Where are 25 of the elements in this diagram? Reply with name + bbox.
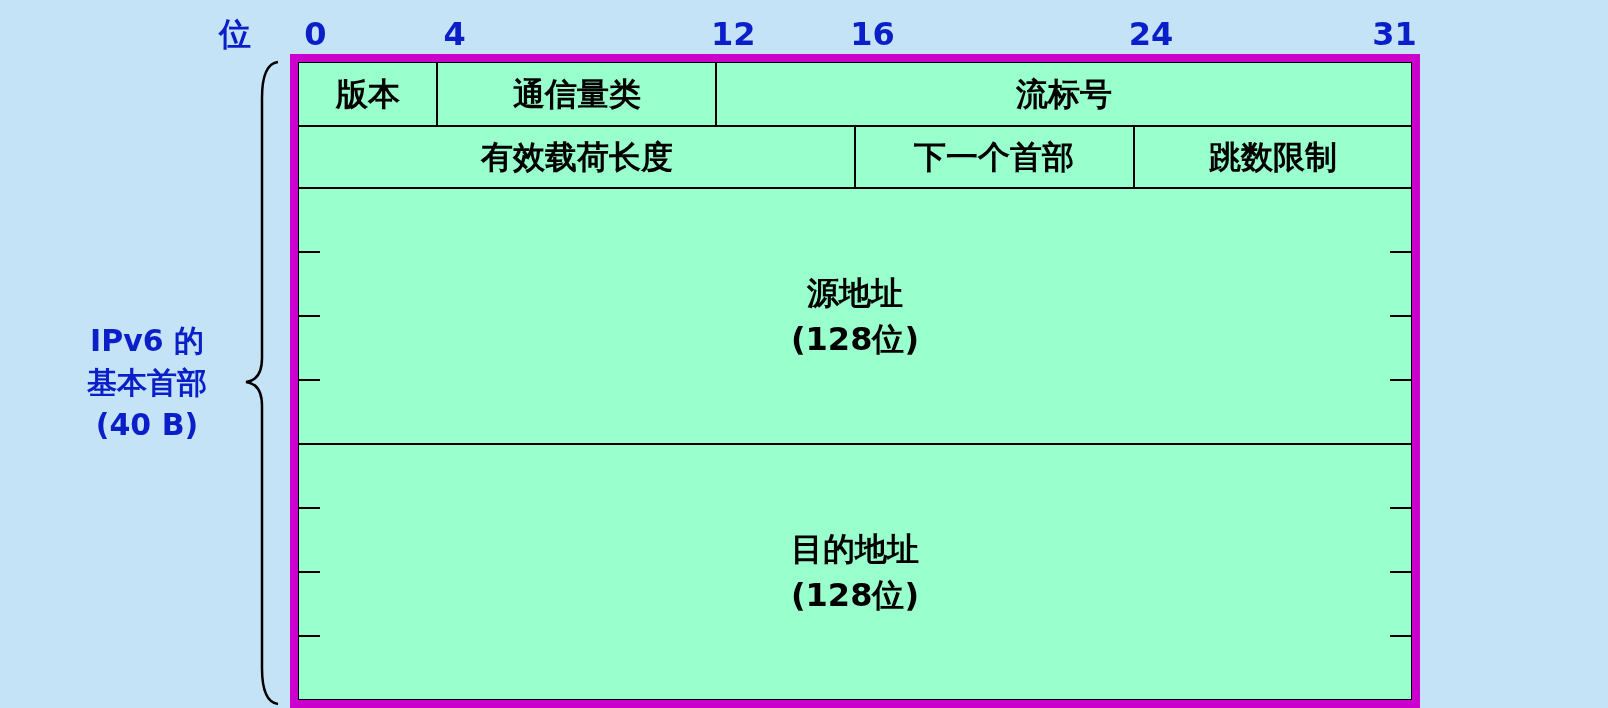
bit-number: 16: [849, 14, 896, 55]
field-label: 目的地址 (128位): [789, 528, 920, 616]
bit-number: 24: [1127, 14, 1175, 55]
field-label: 跳数限制: [1208, 136, 1337, 178]
header-field: [298, 62, 438, 126]
field-label: 通信量类: [512, 73, 641, 115]
bit-number: 4: [442, 14, 467, 55]
header-field: [437, 62, 716, 126]
header-frame: [290, 54, 1420, 708]
header-field: [855, 126, 1134, 188]
header-field: [715, 62, 1412, 126]
header-field: [298, 126, 855, 188]
bit-number: 31: [1371, 14, 1418, 55]
field-label: 有效载荷长度: [480, 136, 673, 178]
header-size-label: IPv6 的基本首部 (40 B): [86, 322, 208, 444]
unit-label: 位: [217, 14, 252, 55]
bit-number: 12: [709, 14, 757, 55]
header-field: [298, 444, 1412, 700]
header-field: [298, 188, 1412, 444]
header-field: [1133, 126, 1412, 188]
field-label: 流标号: [1015, 73, 1112, 115]
field-label: 源地址 (128位): [789, 272, 920, 360]
field-label: 版本: [335, 73, 400, 115]
field-label: 下一个首部: [914, 136, 1075, 178]
bit-number: 0: [303, 14, 328, 55]
